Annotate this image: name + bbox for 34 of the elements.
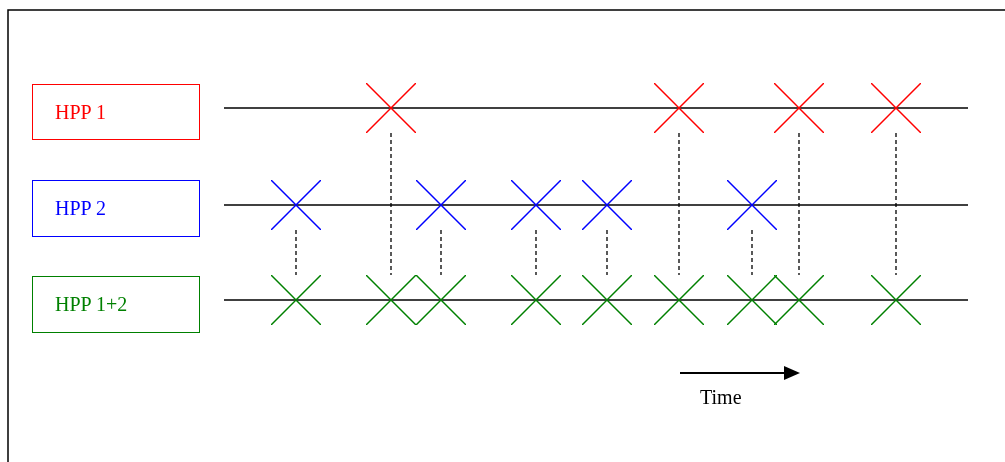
cross-mark [582,275,632,325]
cross-mark [511,275,561,325]
cross-mark [774,275,824,325]
process-box [32,84,200,140]
cross-mark [871,83,921,133]
connector-line [440,229,442,276]
cross-mark [654,83,704,133]
cross-mark [366,275,416,325]
cross-mark [871,275,921,325]
connector-line [606,229,608,276]
process-label: HPP 1 [55,100,106,124]
connector-line [535,229,537,276]
cross-mark [727,275,777,325]
cross-mark [774,83,824,133]
process-box [32,180,200,237]
connector-line [390,132,392,276]
cross-mark [271,275,321,325]
connector-line [751,229,753,276]
connector-line [295,229,297,276]
connector-line [678,132,680,276]
cross-mark [416,275,466,325]
cross-mark [654,275,704,325]
connector-line [895,132,897,276]
cross-mark [727,180,777,230]
cross-mark [416,180,466,230]
cross-mark [271,180,321,230]
process-box [32,276,200,333]
connector-line [798,132,800,276]
process-label: HPP 1+2 [55,293,128,316]
process-label: HPP 2 [55,197,106,220]
cross-mark [582,180,632,230]
axis-label: Time [700,386,742,409]
cross-mark [366,83,416,133]
cross-mark [511,180,561,230]
